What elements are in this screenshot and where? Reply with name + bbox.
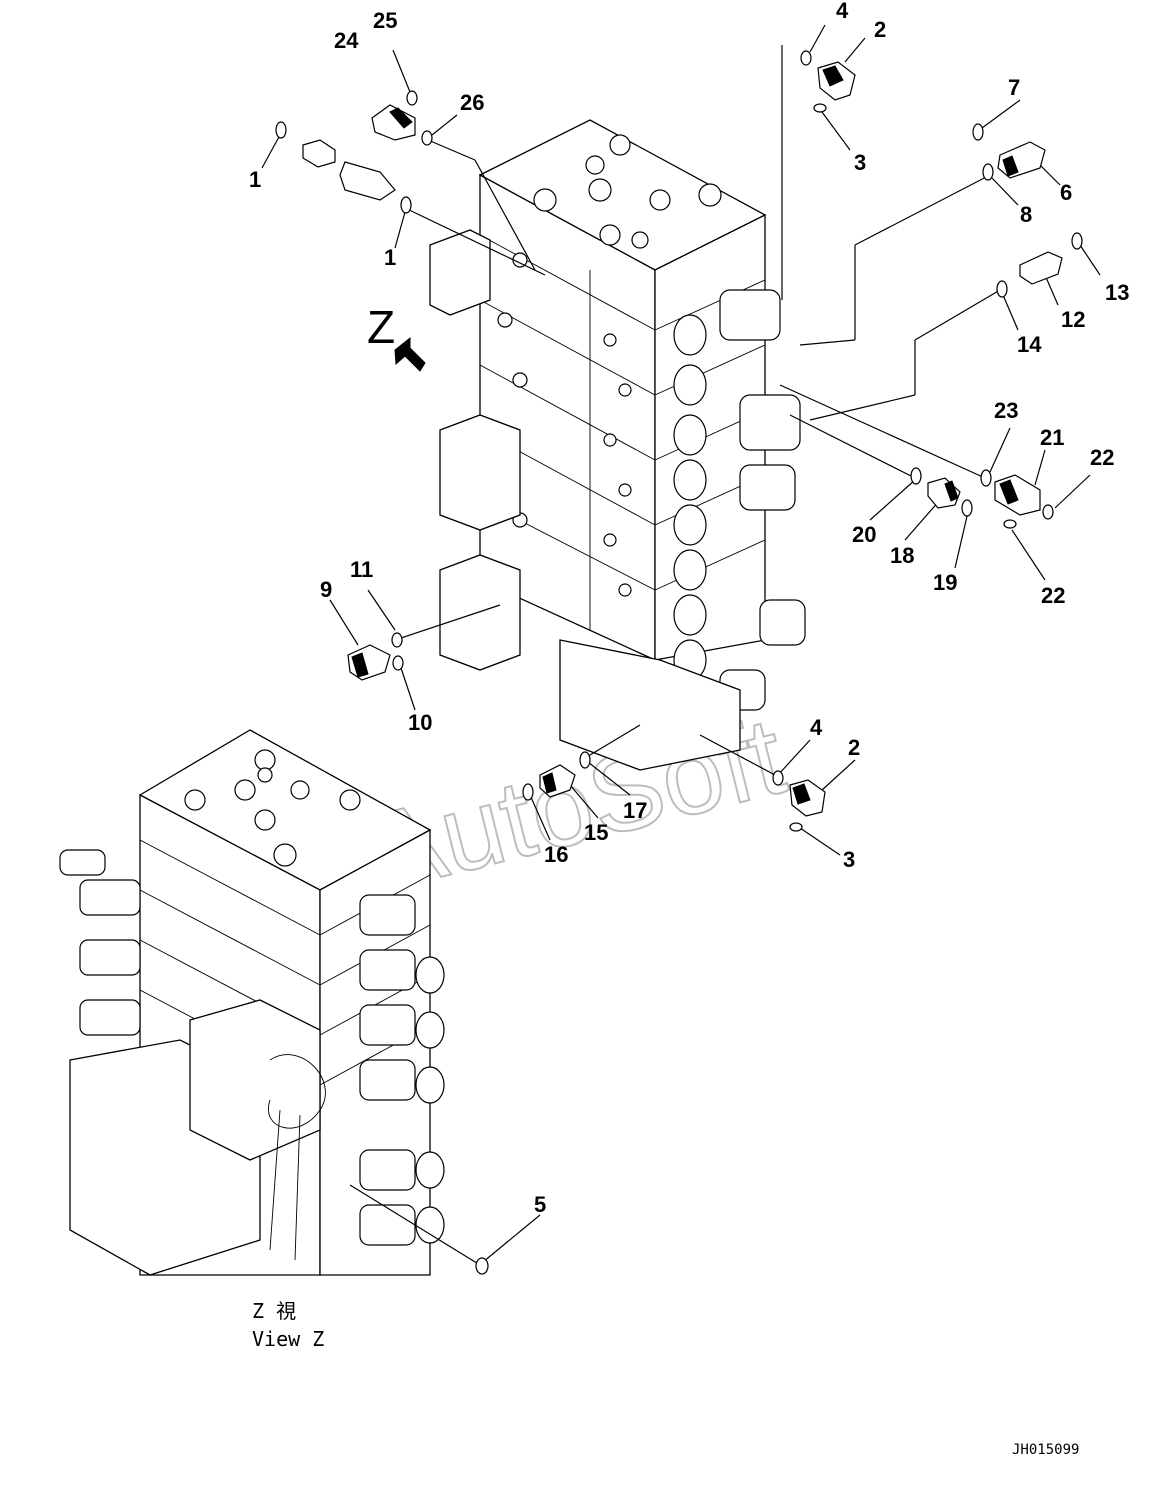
- oring-10: [392, 655, 404, 671]
- oring-11: [391, 632, 403, 648]
- callout-3a: 3: [854, 150, 866, 175]
- callout-4b: 4: [810, 715, 823, 740]
- view-z-assembly: [59, 729, 445, 1276]
- callout-15: 15: [584, 820, 608, 845]
- callout-2b: 2: [848, 735, 860, 760]
- callout-6: 6: [1060, 180, 1072, 205]
- callout-18: 18: [890, 543, 914, 568]
- callout-11: 11: [350, 557, 373, 582]
- callout-22a: 22: [1090, 445, 1114, 470]
- callout-5: 5: [534, 1192, 546, 1217]
- view-caption-english: View Z: [252, 1327, 324, 1351]
- oring-20: [910, 467, 922, 485]
- view-z-arrow: [394, 336, 426, 372]
- callout-12: 12: [1061, 307, 1085, 332]
- callout-pointers: [261, 24, 1101, 1263]
- callout-2a: 2: [874, 17, 886, 42]
- callout-4a: 4: [836, 0, 849, 23]
- oring-14: [996, 280, 1008, 298]
- callout-8: 8: [1020, 202, 1032, 227]
- callout-17: 17: [623, 798, 647, 823]
- oring-23: [980, 469, 992, 487]
- oring-4a: [800, 50, 812, 66]
- callout-21: 21: [1040, 425, 1064, 450]
- main-valve-assembly: [429, 119, 806, 771]
- oring-4b: [772, 770, 784, 786]
- callout-1b: 1: [384, 245, 396, 270]
- oring-16: [522, 783, 534, 801]
- oring-22b: [1003, 519, 1017, 529]
- callout-20: 20: [852, 522, 876, 547]
- sleeve-part: [339, 161, 396, 201]
- callout-24: 24: [334, 28, 359, 53]
- valve-lower-block: [559, 639, 741, 771]
- callout-10: 10: [408, 710, 432, 735]
- callout-25: 25: [373, 8, 397, 33]
- callout-3b: 3: [843, 847, 855, 872]
- oring-3a: [813, 103, 827, 113]
- oring-1b: [400, 196, 412, 214]
- callout-14: 14: [1017, 332, 1042, 357]
- view-caption-japanese: Z 視: [252, 1299, 296, 1323]
- oring-26: [421, 130, 433, 146]
- oring-7: [972, 123, 984, 141]
- callout-7: 7: [1008, 75, 1020, 100]
- callout-19: 19: [933, 570, 957, 595]
- callout-26: 26: [460, 90, 484, 115]
- leader-lines: [349, 45, 1001, 1266]
- callout-13: 13: [1105, 280, 1129, 305]
- oring-8: [982, 163, 994, 181]
- oring-19: [961, 499, 973, 517]
- callout-9: 9: [320, 577, 332, 602]
- callout-22b: 22: [1041, 583, 1065, 608]
- drawing-code: JH015099: [1012, 1442, 1079, 1458]
- oring-13: [1071, 232, 1083, 250]
- oring-22a: [1042, 504, 1054, 520]
- oring-3b: [789, 822, 803, 832]
- callout-1a: 1: [249, 167, 261, 192]
- oring-17: [579, 751, 591, 769]
- loose-parts: [275, 50, 1083, 1275]
- oring-5: [475, 1257, 489, 1275]
- fitting-12: [1019, 251, 1063, 285]
- callout-16: 16: [544, 842, 568, 867]
- fitting-21: [994, 474, 1041, 516]
- oring-25: [406, 90, 418, 106]
- oring-1a: [275, 121, 287, 139]
- callout-23: 23: [994, 398, 1018, 423]
- plug-part: [302, 139, 336, 168]
- view-z-marker: Z: [367, 301, 395, 353]
- callout-labels: 1 1 2 2 3 3 4 4 5 6 7 8 9 10 11 12 13 14…: [249, 0, 1129, 1217]
